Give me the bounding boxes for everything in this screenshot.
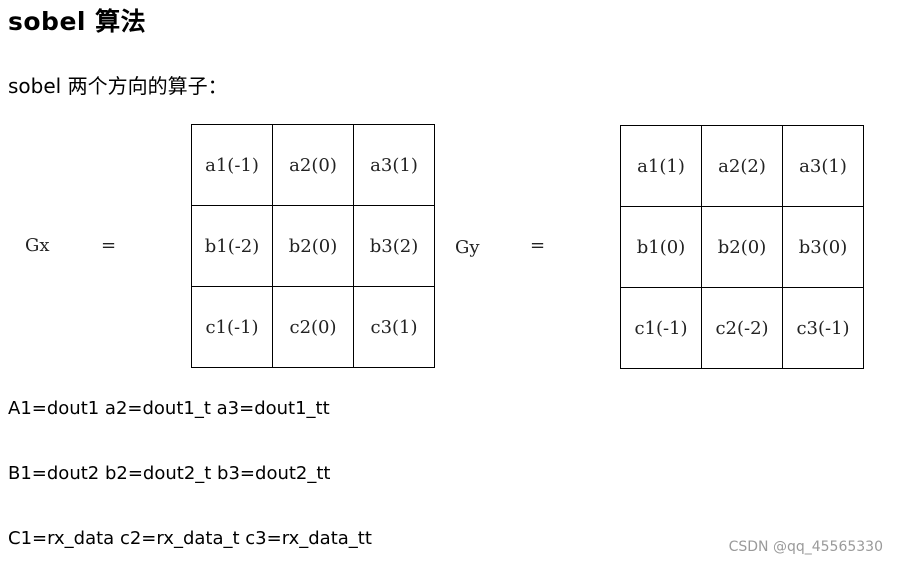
gx-matrix: a1(-1) a2(0) a3(1) b1(-2) b2(0) b3(2) c1… [191,124,435,368]
gy-cell: a2(2) [701,125,783,207]
gx-matrix-row: c1(-1) c2(0) c3(1) [191,286,435,368]
gy-matrix: a1(1) a2(2) a3(1) b1(0) b2(0) b3(0) c1(-… [620,125,864,369]
gx-cell: a1(-1) [191,124,273,206]
gx-cell: c2(0) [272,286,354,368]
gx-cell: a3(1) [353,124,435,206]
page-title: sobel 算法 [8,7,147,36]
gx-cell: b2(0) [272,205,354,287]
gy-cell: a3(1) [782,125,864,207]
gx-matrix-row: a1(-1) a2(0) a3(1) [191,124,435,206]
mapping-line-a: A1=dout1 a2=dout1_t a3=dout1_tt [8,398,330,419]
gy-cell: b2(0) [701,206,783,288]
gy-matrix-row: a1(1) a2(2) a3(1) [620,125,864,207]
gy-matrix-row: c1(-1) c2(-2) c3(-1) [620,287,864,369]
gy-matrix-row: b1(0) b2(0) b3(0) [620,206,864,288]
gy-cell: a1(1) [620,125,702,207]
gx-cell: c3(1) [353,286,435,368]
gy-cell: b1(0) [620,206,702,288]
gx-label: Gx [25,235,50,256]
gx-matrix-row: b1(-2) b2(0) b3(2) [191,205,435,287]
gy-cell: c2(-2) [701,287,783,369]
gx-cell: c1(-1) [191,286,273,368]
mapping-line-b: B1=dout2 b2=dout2_t b3=dout2_tt [8,463,331,484]
gy-cell: b3(0) [782,206,864,288]
gx-cell: b1(-2) [191,205,273,287]
watermark: CSDN @qq_45565330 [728,539,883,555]
gy-label: Gy [455,237,480,258]
subtitle: sobel 两个方向的算子： [8,74,228,98]
gy-cell: c3(-1) [782,287,864,369]
gy-cell: c1(-1) [620,287,702,369]
mapping-line-c: C1=rx_data c2=rx_data_t c3=rx_data_tt [8,528,372,549]
gx-equals-sign: = [101,235,117,256]
gx-cell: a2(0) [272,124,354,206]
gx-cell: b3(2) [353,205,435,287]
gy-equals-sign: = [530,235,546,256]
